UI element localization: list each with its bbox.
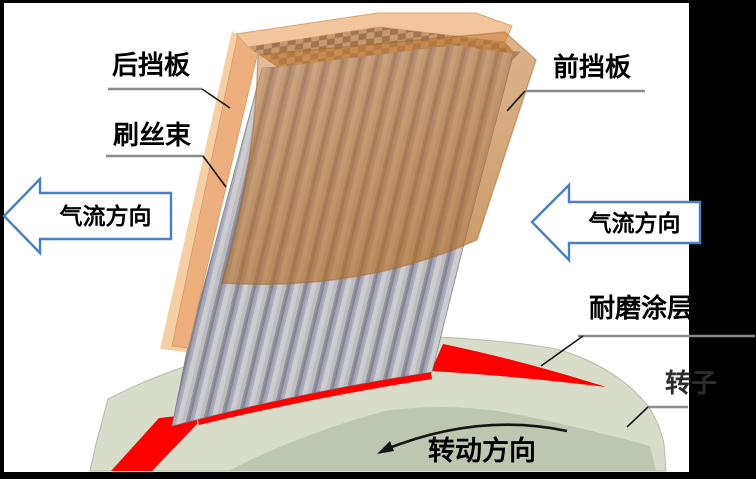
leader-diagonals [201,88,649,428]
airflow-arrow-left [2,176,173,256]
label-airflow-right: 气流方向 [588,210,681,236]
wear-coating-right-wedge [431,344,606,387]
rotor-leader [626,406,649,428]
rear-plate-leader [201,88,231,109]
airflow-arrow-right [530,182,702,263]
label-wear-coating: 耐磨涂层 [589,293,694,323]
front-plate-overlay [221,31,537,286]
bristle-leader [202,155,227,188]
rotation-arrow-curve [383,423,568,452]
label-rear-plate: 后挡板 [112,50,191,80]
wear-coating-left-band [111,414,197,471]
label-airflow-left: 气流方向 [59,203,152,229]
front-plate-leader [506,90,526,112]
label-front-plate: 前挡板 [553,52,632,82]
label-bristle-bundle: 刷丝束 [113,120,192,150]
label-rotor: 转子 [665,368,718,398]
rotation-arrow-head [377,441,394,454]
wear-coating-leader [540,335,584,367]
wear-coating-arc-strip [197,371,432,425]
label-underlines [106,87,755,409]
rotor-front-face [228,407,656,471]
label-rotation-direction: 转动方向 [428,436,536,466]
